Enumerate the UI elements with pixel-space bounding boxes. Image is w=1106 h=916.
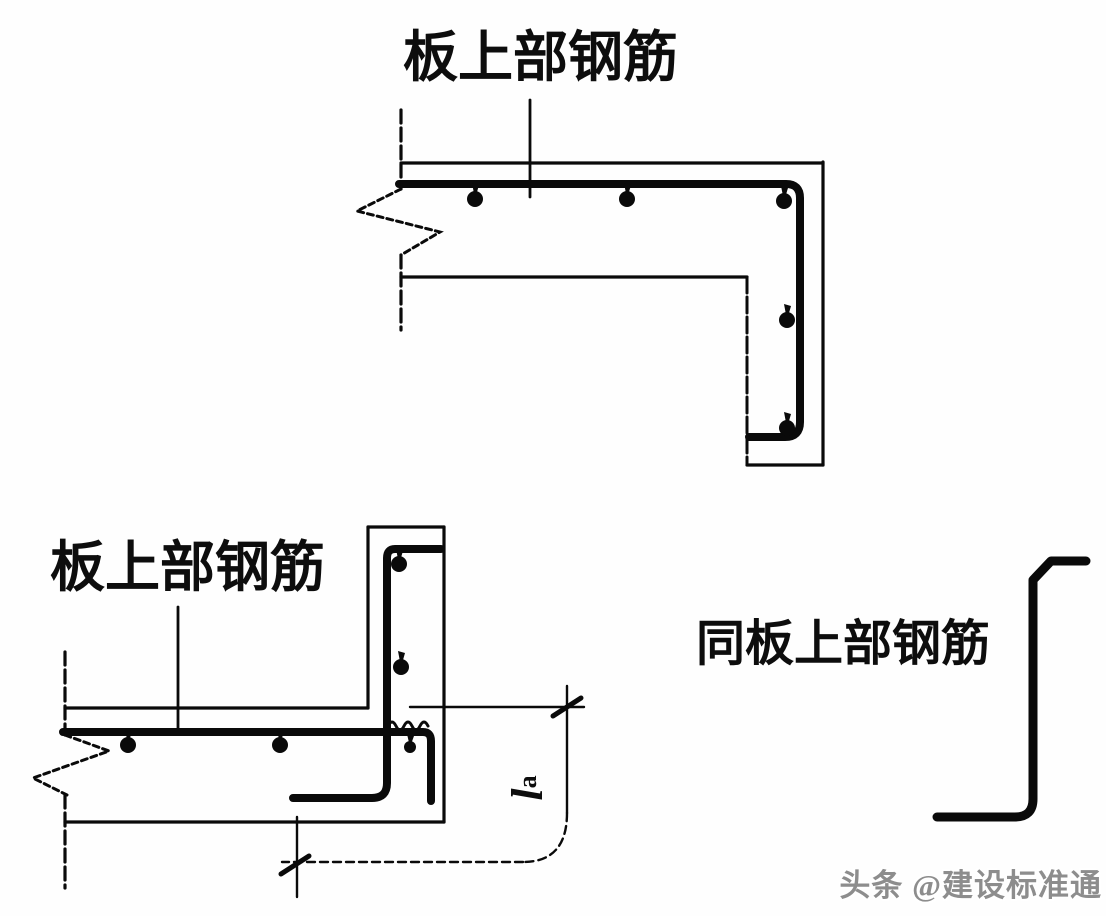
lap-splice-squiggle: [386, 720, 430, 732]
dimension-tick: [278, 853, 312, 877]
dimension-la-lines: [278, 684, 586, 899]
slab-top-rebar-bent-bar: [59, 728, 435, 805]
top-edge-detail-section: [352, 98, 825, 467]
bottom-diagram-label: 板上部钢筋: [50, 537, 326, 598]
dimension-symbol: l: [503, 788, 552, 801]
wall-rebar-hooked-bar: [289, 545, 445, 802]
distribution-bar-dots: [120, 549, 416, 753]
top-diagram-label: 板上部钢筋: [403, 27, 679, 88]
dimension-curve: [521, 811, 569, 864]
bent-bar-symbol: [932, 556, 1091, 822]
break-symbol: [29, 733, 114, 797]
bottom-wall-detail-section: [29, 525, 446, 890]
watermark-text: 头条 @建设标准通: [839, 868, 1102, 903]
z-shaped-rebar: [932, 556, 1091, 822]
dimension-subscript: a: [513, 775, 542, 789]
distribution-bar-dots: [467, 183, 795, 436]
right-note-label: 同板上部钢筋: [695, 616, 990, 671]
break-symbol: [352, 187, 444, 257]
top-rebar-bent-bar: [395, 180, 804, 441]
